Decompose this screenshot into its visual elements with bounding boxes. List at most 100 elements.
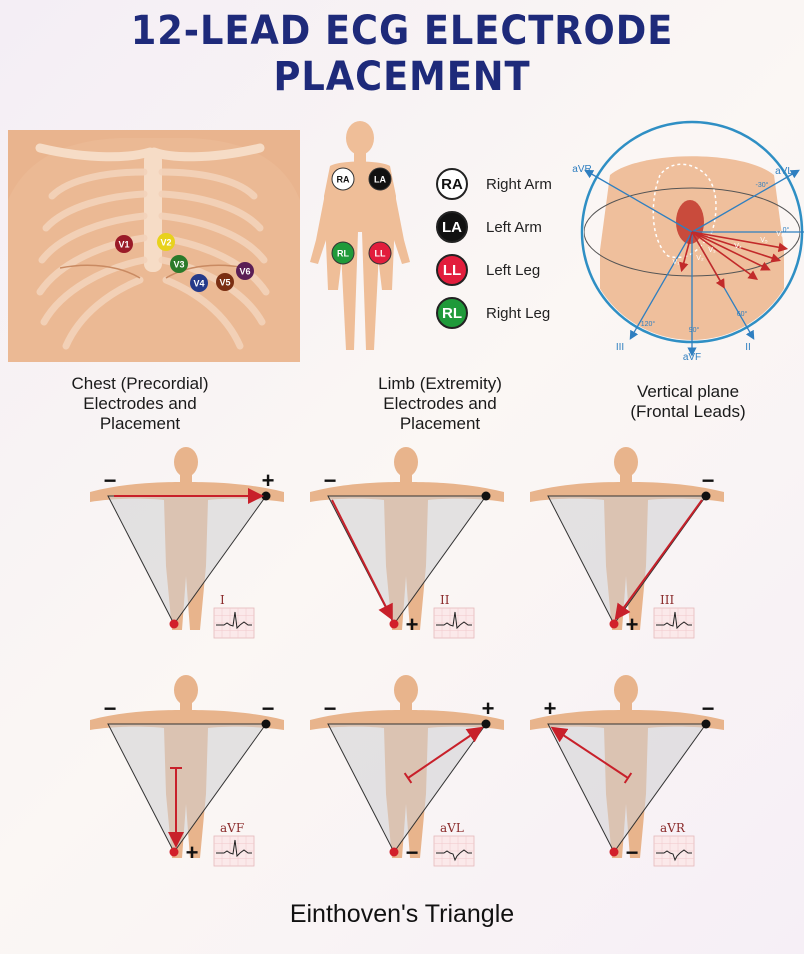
lead-name: III bbox=[660, 593, 674, 607]
limb-caption-line: Limb (Extremity) bbox=[378, 374, 502, 393]
frontal-vector-label: V₂ bbox=[696, 255, 704, 262]
chest-caption-line: Placement bbox=[99, 414, 181, 433]
limb-electrode-rl: RL bbox=[331, 241, 355, 265]
svg-text:V2: V2 bbox=[160, 238, 171, 248]
chest-electrode-v6: V6 bbox=[236, 262, 254, 280]
legend-badge: RL bbox=[436, 297, 468, 329]
body-torso bbox=[324, 161, 396, 290]
einthoven-triangle bbox=[107, 723, 267, 853]
limb-electrode-la: LA bbox=[368, 167, 392, 191]
svg-text:RL: RL bbox=[337, 249, 349, 259]
ecg-trace-icon bbox=[213, 835, 255, 867]
frontal-label: 60° bbox=[737, 310, 748, 318]
frontal-lead-axis bbox=[584, 169, 693, 233]
electrode-la bbox=[261, 719, 271, 729]
legend-badge: LL bbox=[436, 254, 468, 286]
electrode-ll bbox=[609, 619, 619, 629]
lead-name: I bbox=[220, 593, 225, 607]
ecg-trace-icon bbox=[213, 607, 255, 639]
chest-electrode-v1: V1 bbox=[115, 235, 133, 253]
frontal-label: aVL bbox=[775, 166, 793, 177]
legend-badge: RA bbox=[436, 168, 468, 200]
legend-badge: LA bbox=[436, 211, 468, 243]
frontal-lead-axis bbox=[629, 231, 693, 340]
precordial-vector bbox=[691, 231, 789, 253]
precordial-vector bbox=[679, 231, 693, 273]
einthoven-triangle bbox=[327, 723, 487, 853]
frontal-vector-label: V₆ bbox=[776, 231, 784, 238]
einthoven-panel-avf: − − + aVF bbox=[90, 675, 284, 867]
electrode-ll bbox=[169, 619, 179, 629]
polarity-bottom: − bbox=[406, 840, 419, 865]
frontal-vector-label: V₄ bbox=[734, 243, 742, 250]
svg-text:V4: V4 bbox=[193, 279, 204, 289]
einthoven-panel-i: −+I bbox=[90, 447, 284, 639]
einthoven-triangle bbox=[107, 495, 267, 625]
limb-caption-line: Electrodes and bbox=[383, 394, 497, 413]
frontal-caption-line: Vertical plane bbox=[636, 382, 740, 401]
frontal-label: 0° bbox=[783, 226, 790, 234]
einthoven-panel-ii: −+II bbox=[310, 447, 504, 639]
legend-item-rl: RL Right Leg bbox=[436, 295, 550, 331]
legend-label: Left Leg bbox=[486, 261, 541, 279]
einthoven-triangle bbox=[547, 495, 707, 625]
polarity-left: − bbox=[324, 468, 337, 493]
polarity-bottom: + bbox=[406, 612, 419, 637]
electrode-ll bbox=[389, 847, 399, 857]
chest-caption: Chest (Precordial) Electrodes and Placem… bbox=[30, 374, 250, 434]
frontal-caption-line: (Frontal Leads) bbox=[630, 402, 746, 421]
einthoven-triangle bbox=[327, 495, 487, 625]
polarity-bottom: + bbox=[186, 840, 199, 865]
limb-electrode-ll: LL bbox=[368, 241, 392, 265]
frontal-label: 120° bbox=[641, 320, 656, 328]
electrode-ll bbox=[389, 619, 399, 629]
einthoven-panel-iii: −+III bbox=[530, 447, 724, 639]
polarity-left: − bbox=[104, 696, 117, 721]
frontal-vector-label: V₃ bbox=[708, 247, 716, 254]
polarity-bottom: − bbox=[626, 840, 639, 865]
frontal-vector-label: V₁ bbox=[672, 259, 680, 266]
polarity-right: + bbox=[482, 696, 495, 721]
legend-label: Right Arm bbox=[486, 175, 552, 193]
frontal-vector-label: V₅ bbox=[760, 237, 768, 244]
legend-item-ll: LL Left Leg bbox=[436, 252, 540, 288]
lead-vector-arrow bbox=[550, 726, 629, 779]
frontal-label: aVR bbox=[572, 164, 591, 175]
polarity-left: − bbox=[324, 696, 337, 721]
svg-text:LA: LA bbox=[374, 175, 386, 185]
electrode-la bbox=[481, 719, 491, 729]
einthoven-title: Einthoven's Triangle bbox=[289, 900, 515, 928]
electrode-ll bbox=[609, 847, 619, 857]
page-title: 12-LEAD ECG ELECTRODE PLACEMENT bbox=[130, 8, 674, 100]
ecg-trace-icon bbox=[653, 607, 695, 639]
ecg-trace-icon bbox=[433, 835, 475, 867]
body-arm-right bbox=[310, 168, 336, 264]
chest-electrode-v3: V3 bbox=[170, 255, 188, 273]
legend-label: Right Leg bbox=[486, 304, 551, 322]
body-head bbox=[346, 121, 374, 155]
electrode-la bbox=[481, 491, 491, 501]
electrode-ll bbox=[169, 847, 179, 857]
svg-text:V3: V3 bbox=[173, 260, 184, 270]
lead-name: aVL bbox=[440, 821, 464, 835]
chest-electrode-v4: V4 bbox=[190, 274, 208, 292]
electrode-la bbox=[701, 719, 711, 729]
frontal-caption: Vertical plane (Frontal Leads) bbox=[578, 382, 798, 422]
svg-text:LL: LL bbox=[375, 249, 386, 259]
svg-text:RA: RA bbox=[337, 175, 350, 185]
ecg-trace-icon bbox=[653, 835, 695, 867]
polarity-right: − bbox=[262, 696, 275, 721]
precordial-vector bbox=[691, 231, 782, 263]
frontal-label: -30° bbox=[756, 181, 769, 189]
lead-name: aVF bbox=[220, 821, 244, 835]
polarity-right: + bbox=[262, 468, 275, 493]
lead-vector-origin bbox=[403, 772, 413, 784]
frontal-lead-axis bbox=[691, 169, 800, 233]
legend-label: Left Arm bbox=[486, 218, 542, 236]
chest-caption-line: Chest (Precordial) bbox=[71, 374, 209, 393]
ecg-trace-icon bbox=[433, 607, 475, 639]
clavicle-left bbox=[149, 143, 265, 162]
frontal-label: 90° bbox=[689, 326, 700, 334]
frontal-label: II bbox=[745, 342, 751, 353]
